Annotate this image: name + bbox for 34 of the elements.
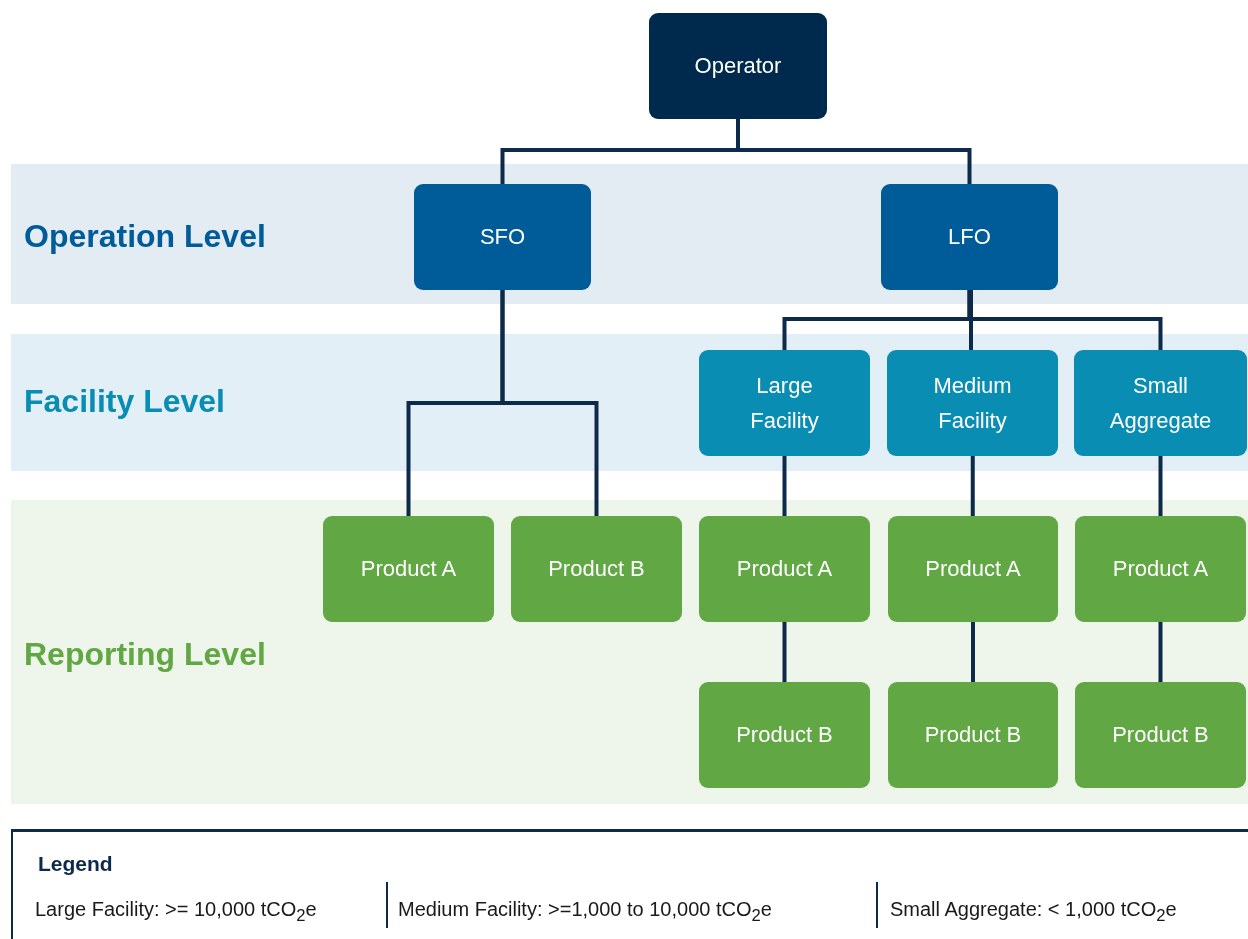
connector-line (782, 622, 787, 682)
connector-line (971, 622, 975, 682)
connector-line (1158, 622, 1163, 682)
connector-line (969, 290, 973, 350)
level-band (11, 334, 1248, 471)
level-label: Facility Level (24, 383, 225, 420)
org-box: Product B (511, 516, 682, 622)
org-box: Product B (699, 682, 870, 788)
legend-title: Legend (38, 852, 113, 876)
connector-line (500, 290, 599, 516)
org-box: Product A (323, 516, 494, 622)
level-band (11, 164, 1248, 304)
level-label: Reporting Level (24, 636, 266, 673)
org-box: Small Aggregate (1074, 350, 1247, 456)
connector-line (782, 456, 787, 516)
connector-line (736, 119, 972, 184)
level-band (11, 500, 1248, 804)
org-box: Medium Facility (887, 350, 1058, 456)
legend-entry: Large Facility: >= 10,000 tCO$_{2}$e (35, 898, 317, 926)
org-box: Product A (888, 516, 1058, 622)
connector-line (1158, 456, 1163, 516)
org-box: LFO (881, 184, 1058, 290)
level-label: Operation Level (24, 218, 266, 255)
org-box: Operator (649, 13, 827, 119)
org-box: Large Facility (699, 350, 870, 456)
org-box: Product B (1075, 682, 1246, 788)
org-box: Product A (699, 516, 870, 622)
legend-entry: Small Aggregate: < 1,000 tCO$_{2}$e (890, 898, 1177, 926)
connector-line (967, 290, 1163, 350)
org-box: SFO (414, 184, 591, 290)
org-box: Product B (888, 682, 1058, 788)
connector-line (970, 456, 975, 516)
org-box: Product A (1075, 516, 1246, 622)
legend-entry: Medium Facility: >=1,000 to 10,000 tCO$_{2}$e (398, 898, 772, 926)
